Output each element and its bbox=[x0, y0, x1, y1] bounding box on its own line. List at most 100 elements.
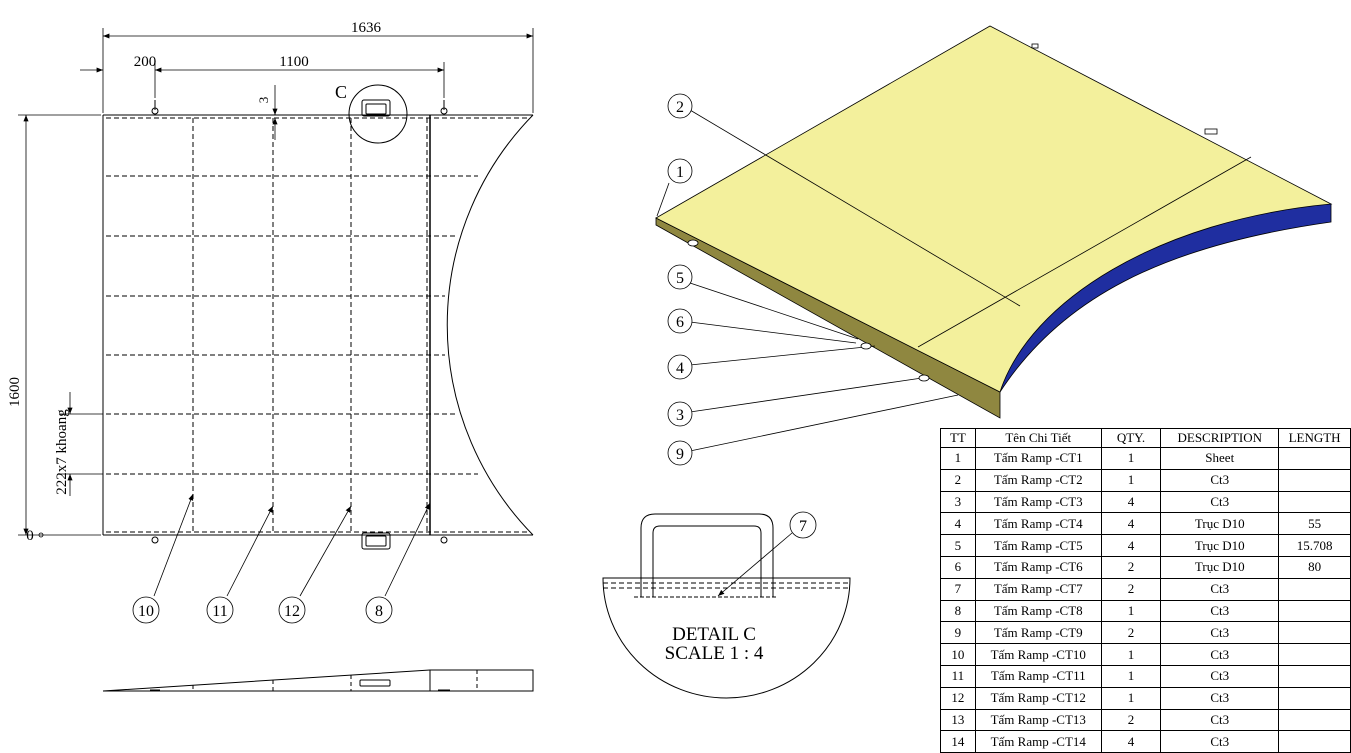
bom-cell-name: Tấm Ramp -CT5 bbox=[974, 534, 1102, 557]
top-view-dimension-text: 1636 200 1100 3 C 1600 222x7 khoang 0 bbox=[7, 20, 382, 544]
bom-cell-name: Tấm Ramp -CT4 bbox=[974, 512, 1102, 536]
balloon-1: 1 bbox=[676, 164, 684, 181]
hinge-tabs bbox=[151, 100, 448, 544]
balloon-6: 6 bbox=[676, 314, 684, 331]
detail-scale: SCALE 1 : 4 bbox=[665, 643, 764, 664]
bom-cell-qty: 1 bbox=[1100, 664, 1162, 688]
leader-5 bbox=[689, 282, 859, 340]
bom-cell-length bbox=[1278, 643, 1351, 666]
bom-cell-length: 15.708 bbox=[1278, 534, 1351, 557]
dim-span: 1100 bbox=[279, 54, 308, 70]
balloon-3: 3 bbox=[676, 407, 684, 424]
bom-header-description: DESCRIPTION bbox=[1160, 428, 1280, 448]
bom-cell-length bbox=[1278, 599, 1351, 623]
bom-cell-qty: 4 bbox=[1100, 512, 1162, 536]
bom-cell-name: Tấm Ramp -CT11 bbox=[974, 664, 1102, 688]
bom-cell-description: Ct3 bbox=[1160, 621, 1280, 645]
dim-left-offset: 200 bbox=[134, 54, 157, 70]
leader-9 bbox=[689, 394, 959, 452]
balloon-2: 2 bbox=[676, 99, 684, 116]
leader-1 bbox=[656, 182, 670, 217]
bom-cell-description: Ct3 bbox=[1160, 643, 1280, 666]
detail-handle-inner bbox=[652, 525, 762, 597]
bom-cell-length bbox=[1278, 621, 1351, 645]
detail-c-view bbox=[602, 511, 851, 699]
horizontal-ribs bbox=[106, 117, 530, 533]
detail-title: DETAIL C bbox=[672, 624, 756, 645]
bom-cell-length bbox=[1278, 490, 1351, 514]
detail-c-boundary bbox=[602, 577, 851, 699]
bom-cell-tt: 11 bbox=[940, 664, 976, 688]
top-view-dimensions bbox=[18, 28, 534, 538]
bom-cell-name: Tấm Ramp -CT8 bbox=[974, 599, 1102, 623]
bom-cell-qty: 1 bbox=[1100, 599, 1162, 623]
bom-cell-description: Ct3 bbox=[1160, 708, 1280, 732]
bom-cell-description: Ct3 bbox=[1160, 599, 1280, 623]
bom-header-tt: TT bbox=[940, 428, 976, 448]
balloon-10: 10 bbox=[138, 603, 154, 620]
detail-c-text: 7 DETAIL C SCALE 1 : 4 bbox=[665, 518, 807, 664]
balloon-4: 4 bbox=[676, 360, 684, 377]
detail-handle-outer bbox=[640, 513, 774, 597]
bom-cell-tt: 12 bbox=[940, 686, 976, 710]
vertical-ribs bbox=[192, 118, 428, 532]
bom-header-name: Tên Chi Tiết bbox=[974, 428, 1102, 448]
bom-cell-tt: 14 bbox=[940, 730, 976, 753]
bom-cell-length bbox=[1278, 686, 1351, 710]
bom-cell-name: Tấm Ramp -CT3 bbox=[974, 490, 1102, 514]
bom-cell-name: Tấm Ramp -CT7 bbox=[974, 577, 1102, 601]
bom-cell-description: Ct3 bbox=[1160, 686, 1280, 710]
bom-header-qty: QTY. bbox=[1100, 428, 1162, 448]
bom-cell-name: Tấm Ramp -CT13 bbox=[974, 708, 1102, 732]
bom-cell-length bbox=[1278, 708, 1351, 732]
balloon-5: 5 bbox=[676, 270, 684, 287]
bom-cell-tt: 1 bbox=[940, 447, 976, 470]
handle-top bbox=[361, 99, 391, 117]
bom-cell-length bbox=[1278, 468, 1351, 492]
top-view-balloons bbox=[132, 493, 431, 624]
bom-cell-description: Ct3 bbox=[1160, 468, 1280, 492]
bom-cell-qty: 2 bbox=[1100, 708, 1162, 732]
bom-cell-name: Tấm Ramp -CT10 bbox=[974, 643, 1102, 666]
detail-ref-label: C bbox=[335, 82, 347, 102]
dim-gap: 3 bbox=[256, 97, 271, 104]
bom-header-row: TT Tên Chi Tiết QTY. DESCRIPTION LENGTH bbox=[940, 428, 1351, 448]
bom-cell-name: Tấm Ramp -CT12 bbox=[974, 686, 1102, 710]
bom-cell-description: Ct3 bbox=[1160, 577, 1280, 601]
bom-cell-description: Trục D10 bbox=[1160, 555, 1280, 579]
bom-cell-tt: 13 bbox=[940, 708, 976, 732]
leader-2 bbox=[689, 109, 1021, 307]
bom-cell-length bbox=[1278, 664, 1351, 688]
top-face bbox=[655, 25, 1333, 393]
handle-bottom bbox=[361, 532, 391, 550]
bom-cell-length bbox=[1278, 577, 1351, 601]
dim-spacing: 222x7 khoang bbox=[54, 409, 70, 495]
balloon-8: 8 bbox=[375, 603, 383, 620]
bom-header-length: LENGTH bbox=[1278, 428, 1351, 448]
dim-origin: 0 bbox=[26, 528, 34, 544]
bom-cell-tt: 8 bbox=[940, 599, 976, 623]
bom-cell-name: Tấm Ramp -CT9 bbox=[974, 621, 1102, 645]
bom-cell-qty: 1 bbox=[1100, 468, 1162, 492]
bom-cell-tt: 2 bbox=[940, 468, 976, 492]
bom-cell-description: Sheet bbox=[1160, 447, 1280, 470]
dim-overall-width: 1636 bbox=[351, 20, 382, 36]
leader-6 bbox=[689, 321, 857, 344]
bom-cell-length: 80 bbox=[1278, 555, 1351, 579]
bom-cell-qty: 2 bbox=[1100, 577, 1162, 601]
isometric-view bbox=[655, 25, 1333, 466]
bom-cell-name: Tấm Ramp -CT6 bbox=[974, 555, 1102, 579]
detail-c-circle bbox=[348, 84, 408, 144]
balloon-9: 9 bbox=[676, 446, 684, 463]
bom-cell-name: Tấm Ramp -CT14 bbox=[974, 730, 1102, 753]
bom-cell-name: Tấm Ramp -CT1 bbox=[974, 447, 1102, 470]
side-view bbox=[102, 669, 534, 692]
